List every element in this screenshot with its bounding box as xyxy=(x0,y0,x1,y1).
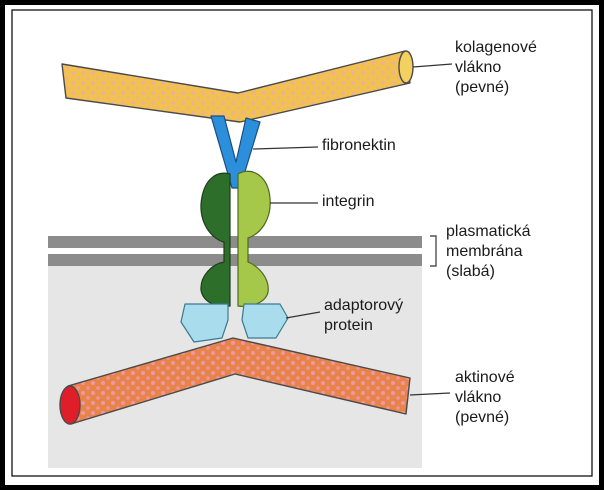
actin-label-line-2: vlákno xyxy=(455,388,501,408)
membrane-inner-band xyxy=(48,254,422,266)
collagen-label-line-3: (pevné) xyxy=(455,78,509,98)
adaptor-label-line-1: adaptorový xyxy=(324,296,403,316)
actin-label-line-1: aktinové xyxy=(455,368,515,388)
actin-label-line-3: (pevné) xyxy=(455,408,509,428)
collagen-label-line-1: kolagenové xyxy=(455,38,537,58)
membrane-label-line-2: membrána xyxy=(446,242,522,262)
collagen-label-line-2: vlákno xyxy=(455,58,501,78)
membrane-outer-band xyxy=(48,236,422,248)
membrane-label-line-3: (slabá) xyxy=(446,262,495,282)
membrane-label-line-1: plasmatická xyxy=(446,222,530,242)
collagen-fiber-end xyxy=(399,51,413,83)
fibronectin-label: fibronektin xyxy=(322,136,396,156)
membrane-gap xyxy=(48,248,422,254)
adaptor-label-line-2: protein xyxy=(324,316,373,336)
actin-fiber-end xyxy=(60,386,80,424)
integrin-label: integrin xyxy=(322,192,374,212)
